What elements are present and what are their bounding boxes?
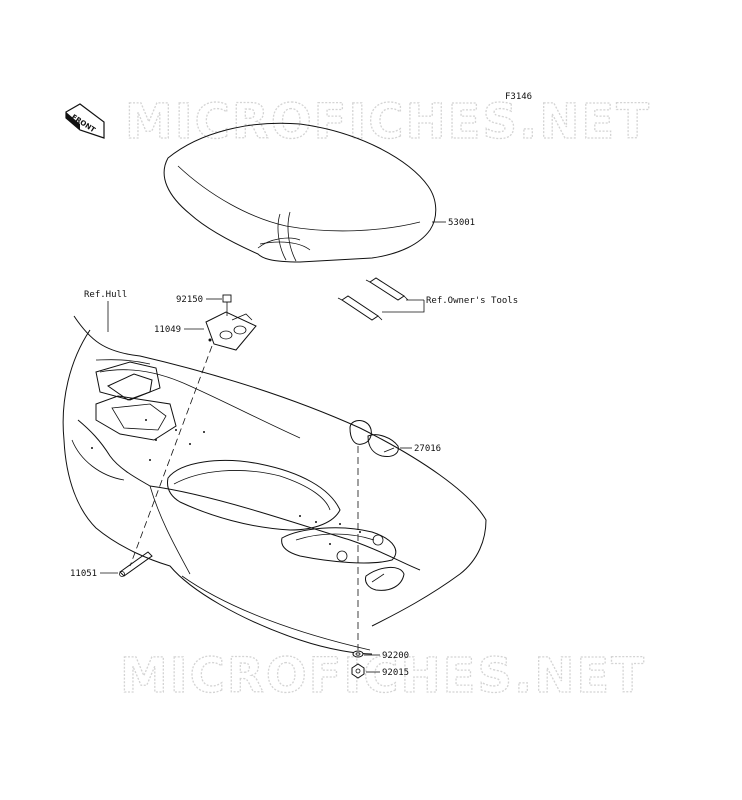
watermark-top: MICROFICHES.NET xyxy=(125,94,651,150)
part-label-strap: 11051 xyxy=(70,569,97,579)
part-label-bolt: 92150 xyxy=(176,295,203,305)
part-label-cap: 27016 xyxy=(414,444,441,454)
watermark-bottom: MICROFICHES.NET xyxy=(120,648,646,704)
cap-drawing xyxy=(349,420,399,457)
part-label-bracket: 11049 xyxy=(154,325,181,335)
front-arrow-icon: FRONT xyxy=(65,103,105,139)
washer-drawing xyxy=(352,650,364,658)
part-label-washer: 92200 xyxy=(382,651,409,661)
figure-code: F3146 xyxy=(505,92,532,102)
bracket-drawing xyxy=(205,311,257,351)
owners-tools-label: Ref.Owner's Tools xyxy=(426,296,518,306)
strap-drawing xyxy=(119,551,153,577)
part-label-seat: 53001 xyxy=(448,218,475,228)
hull-drawing xyxy=(62,315,487,655)
ref-hull-label: Ref.Hull xyxy=(84,290,127,300)
nut-drawing xyxy=(351,663,365,679)
bolt-drawing xyxy=(222,294,232,316)
part-label-nut: 92015 xyxy=(382,668,409,678)
owners-tools-straps xyxy=(337,277,409,321)
seat-drawing xyxy=(163,122,437,263)
